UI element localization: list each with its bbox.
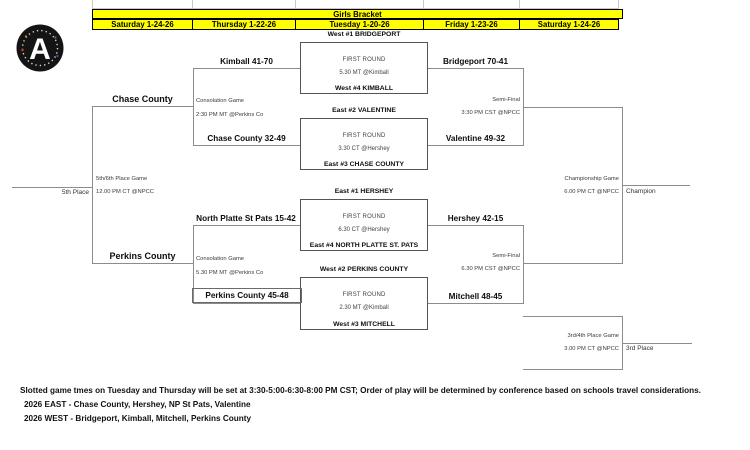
connector-third-place <box>622 316 623 370</box>
seed-east2: East #2 VALENTINE <box>332 107 396 114</box>
round-label: FIRST ROUND <box>342 57 386 63</box>
consolation1-label: Consolation Game <box>196 98 245 104</box>
line-winner-valentine <box>428 145 523 146</box>
column-header-tuesday: Tuesday 1-20-26 <box>295 19 424 30</box>
line-consolation1-winner <box>92 106 193 107</box>
consolation1-time: 2:30 PM MT @Perkins Co <box>196 112 264 118</box>
champion-result: Champion <box>626 188 656 195</box>
line-loser-kimball <box>193 68 300 69</box>
line-loser-np-st-pats <box>193 225 300 226</box>
fifth-place-game-label: 5th/6th Place Game <box>96 176 148 182</box>
round-label: FIRST ROUND <box>342 292 386 298</box>
footer-west-teams: 2026 WEST - Bridgeport, Kimball, Mitchel… <box>24 414 252 423</box>
logo-circle <box>16 24 64 72</box>
column-header-thursday: Thursday 1-22-26 <box>192 19 296 30</box>
header-empty-cell <box>192 0 296 9</box>
championship-label: Championship Game <box>564 176 619 182</box>
line-winner-hershey <box>428 225 523 226</box>
logo-letter: A <box>29 33 51 66</box>
game-time: 3.30 CT @Hershey <box>338 146 390 152</box>
semifinal1-bottom-team: Valentine 49-32 <box>445 134 506 143</box>
semifinal2-label: Semi-Final <box>492 253 520 259</box>
consolation1-bottom-team: Chase County 32-49 <box>207 134 286 143</box>
first-round-box-3: FIRST ROUND 6.30 CT @Hershey East #4 NOR… <box>300 199 428 251</box>
footer-east-teams: 2026 EAST - Chase County, Hershey, NP St… <box>24 400 251 409</box>
column-header-friday: Friday 1-23-26 <box>423 19 520 30</box>
line-loser-chase-county <box>193 145 300 146</box>
third-place-game-time: 3.00 PM CT @NPCC <box>564 346 619 352</box>
logo-dot-blue <box>56 54 59 58</box>
consolation2-time: 5.30 PM MT @Perkins Co <box>196 270 264 276</box>
first-round-box-4: FIRST ROUND 2.30 MT @Kimball West #3 MIT… <box>300 277 428 330</box>
connector-consolation1 <box>193 68 194 146</box>
connector-semifinal2 <box>523 225 524 304</box>
seed-west2: West #2 PERKINS COUNTY <box>319 266 409 273</box>
line-semifinal2-winner <box>523 263 622 264</box>
line-third-place-winner <box>622 343 692 344</box>
semifinal1-label: Semi-Final <box>492 97 520 103</box>
line-fifth-place <box>12 187 92 188</box>
header-empty-cell <box>295 0 424 9</box>
game-time: 5.30 MT @Kimball <box>339 70 389 76</box>
first-round-box-2: FIRST ROUND 3.30 CT @Hershey East #3 CHA… <box>300 118 428 170</box>
seed-east3: East #3 CHASE COUNTY <box>323 161 405 168</box>
page-title: Girls Bracket <box>92 9 623 19</box>
round-label: FIRST ROUND <box>342 214 386 220</box>
line-third-place-feed1 <box>523 316 622 317</box>
logo-dot-green <box>54 36 57 39</box>
semifinal2-time: 6.30 PM CST @NPCC <box>461 266 520 272</box>
connector-semifinal1 <box>523 68 524 146</box>
header-empty-row <box>92 0 623 9</box>
header-empty-cell <box>519 0 619 9</box>
column-header-saturday-left: Saturday 1-24-26 <box>92 19 193 30</box>
seed-west1: West #1 BRIDGEPORT <box>327 31 401 38</box>
consolation2-winner: Perkins County <box>109 251 176 261</box>
line-champion <box>622 185 690 186</box>
header-empty-cell <box>423 0 520 9</box>
connector-consolation2 <box>193 225 194 304</box>
fifth-place-result: 5th Place <box>61 189 89 196</box>
consolation2-top-team: North Platte St Pats 15-42 <box>196 214 296 223</box>
line-consolation2-winner <box>92 263 193 264</box>
line-loser-perkins-county <box>193 303 300 304</box>
semifinal1-time: 3:30 PM CST @NPCC <box>461 110 520 116</box>
semifinal2-bottom-team: Mitchell 48-45 <box>448 292 503 301</box>
first-round-box-1: FIRST ROUND 5.30 MT @Kimball West #4 KIM… <box>300 42 428 94</box>
championship-time: 6.00 PM CT @NPCC <box>564 189 619 195</box>
third-place-game-label: 3rd/4th Place Game <box>567 333 619 339</box>
connector-fifth-place <box>92 106 93 264</box>
logo-dot-orange <box>24 35 28 38</box>
line-winner-bridgeport <box>428 68 523 69</box>
logo-dot-red <box>21 48 24 52</box>
third-place-result: 3rd Place <box>626 345 654 352</box>
seed-east4: East #4 NORTH PLATTE ST. PATS <box>309 242 419 249</box>
consolation1-winner: Chase County <box>112 94 173 104</box>
round-label: FIRST ROUND <box>342 133 386 139</box>
game-time: 2.30 MT @Kimball <box>339 305 389 311</box>
footer-slotting-note: Slotted game tmes on Tuesday and Thursda… <box>20 386 701 395</box>
header-empty-cell <box>92 0 193 9</box>
column-header-saturday-right: Saturday 1-24-26 <box>519 19 619 30</box>
line-winner-mitchell <box>428 303 523 304</box>
line-third-place-feed2 <box>523 369 622 370</box>
connector-championship <box>622 107 623 264</box>
seed-east1: East #1 HERSHEY <box>334 188 394 195</box>
fifth-place-game-time: 12.00 PM CT @NPCC <box>96 189 154 195</box>
seed-west4: West #4 KIMBALL <box>334 85 394 92</box>
day-columns-row: Saturday 1-24-26 Thursday 1-22-26 Tuesda… <box>92 19 623 30</box>
association-logo: A <box>16 24 64 72</box>
semifinal1-top-team: Bridgeport 70-41 <box>442 57 509 66</box>
consolation2-label: Consolation Game <box>196 256 245 262</box>
game-time: 6.30 CT @Hershey <box>338 227 390 233</box>
semifinal2-top-team: Hershey 42-15 <box>447 214 504 223</box>
seed-west3: West #3 MITCHELL <box>333 321 395 328</box>
bracket-header: Girls Bracket Saturday 1-24-26 Thursday … <box>92 0 623 30</box>
line-semifinal1-winner <box>523 107 622 108</box>
logo-text-ring <box>21 29 59 67</box>
consolation1-top-team: Kimball 41-70 <box>220 57 273 66</box>
consolation2-bottom-team: Perkins County 45-48 <box>192 288 302 303</box>
